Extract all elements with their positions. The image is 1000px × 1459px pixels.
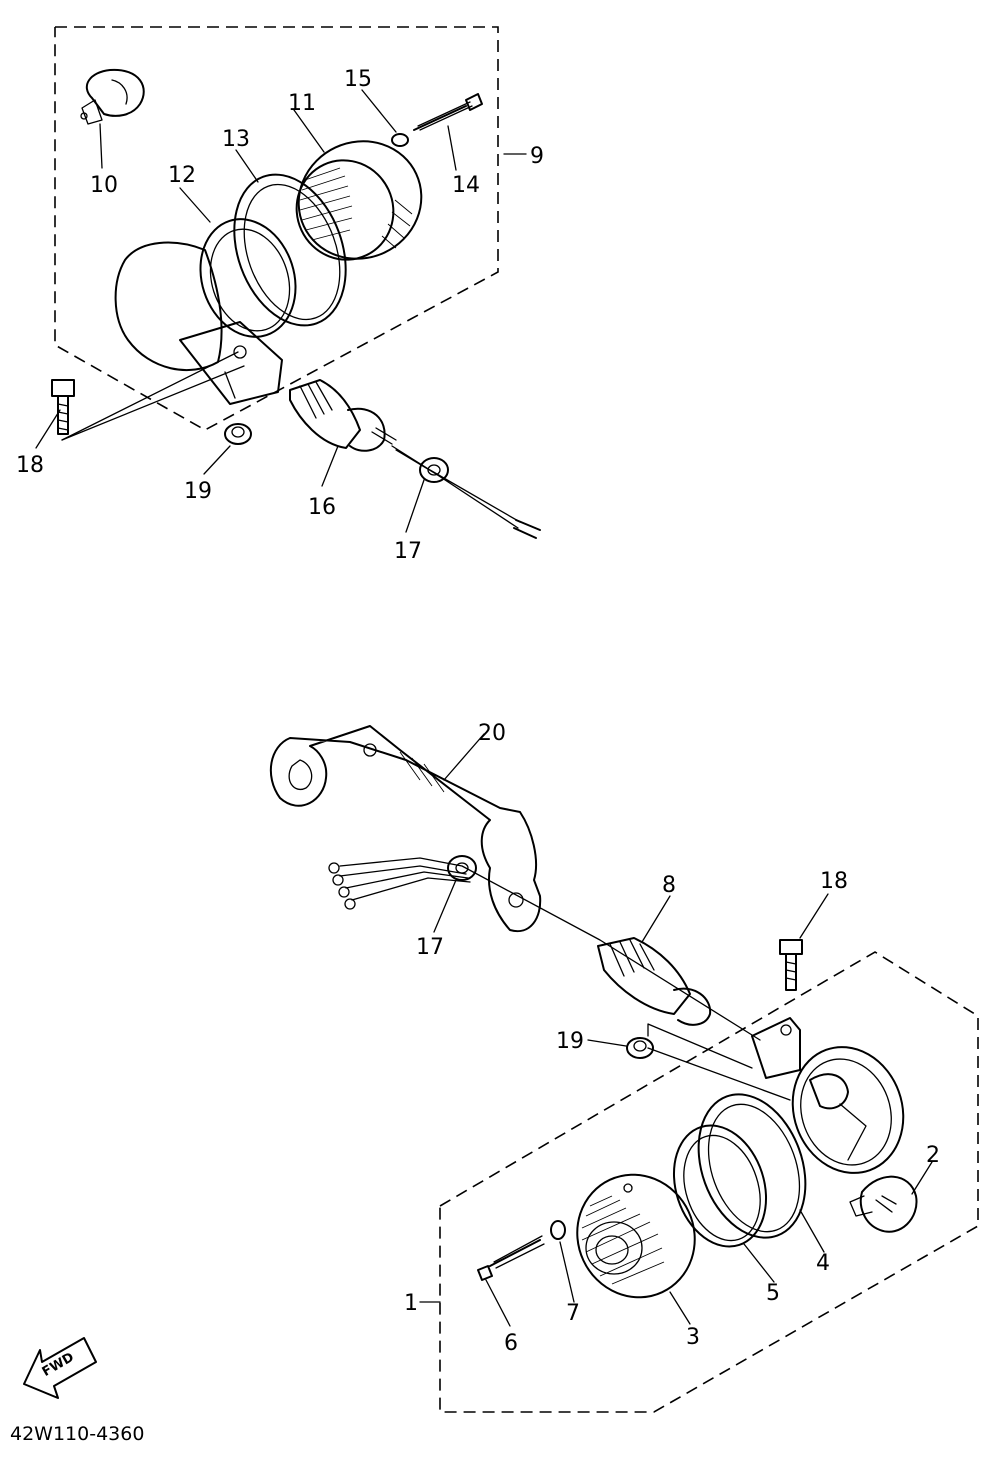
gasket-part-4 <box>697 1093 807 1239</box>
nut-part-19-bottom <box>626 1037 654 1059</box>
callout-18-top: 18 <box>16 453 44 478</box>
callout-8: 8 <box>662 873 676 898</box>
callout-labels: 9 10 11 12 13 14 15 16 17 18 19 20 8 18 … <box>16 67 940 1356</box>
washer-part-7 <box>550 1220 566 1240</box>
rim-part-5 <box>672 1124 768 1248</box>
diagram-code: 42W110-4360 <box>10 1423 144 1445</box>
gasket-part-13 <box>233 173 347 327</box>
callout-2: 2 <box>926 1143 940 1168</box>
wire-harness-bottom <box>328 857 761 1041</box>
callout-4: 4 <box>816 1251 830 1276</box>
washer-part-15 <box>391 133 409 147</box>
callout-19-top: 19 <box>184 479 212 504</box>
top-assembly-boundary <box>54 26 499 431</box>
bulb-part-10 <box>80 68 145 125</box>
grommet-part-17-top <box>419 457 449 483</box>
lens-part-3 <box>576 1173 696 1299</box>
wire-harness-top <box>391 445 541 539</box>
callout-6: 6 <box>504 1331 518 1356</box>
housing-body-bottom <box>751 1017 905 1174</box>
housing-body-top <box>114 241 283 405</box>
lens-part-11 <box>295 140 423 261</box>
callout-17-top: 17 <box>394 539 422 564</box>
callout-17-bottom: 17 <box>416 935 444 960</box>
bracket-part-20 <box>270 725 542 933</box>
socket-part-16 <box>289 379 397 452</box>
callout-10: 10 <box>90 173 118 198</box>
callout-1: 1 <box>404 1291 418 1316</box>
callout-18-bottom: 18 <box>820 869 848 894</box>
bulb-part-2 <box>849 1175 918 1233</box>
callout-19-bottom: 19 <box>556 1029 584 1054</box>
bolt-part-18-top <box>51 379 75 435</box>
callout-9: 9 <box>530 144 544 169</box>
forward-direction-arrow: FWD <box>23 1337 97 1399</box>
socket-part-8 <box>597 937 712 1026</box>
callout-7: 7 <box>566 1301 580 1326</box>
callout-14: 14 <box>452 173 480 198</box>
callout-12: 12 <box>168 163 196 188</box>
bottom-assembly-boundary <box>439 951 979 1413</box>
screw-part-14 <box>413 93 483 131</box>
callout-5: 5 <box>766 1281 780 1306</box>
leader-lines-top <box>35 89 527 533</box>
callout-13: 13 <box>222 127 250 152</box>
rim-part-12 <box>199 218 297 338</box>
bolt-part-18-bottom <box>779 939 803 991</box>
callout-11: 11 <box>288 91 316 116</box>
callout-15: 15 <box>344 67 372 92</box>
callout-16: 16 <box>308 495 336 520</box>
screw-part-6 <box>477 1235 545 1281</box>
nut-part-19-top <box>224 423 252 445</box>
callout-3: 3 <box>686 1325 700 1350</box>
callout-20: 20 <box>478 721 506 746</box>
leader-lines-bottom <box>419 733 933 1327</box>
